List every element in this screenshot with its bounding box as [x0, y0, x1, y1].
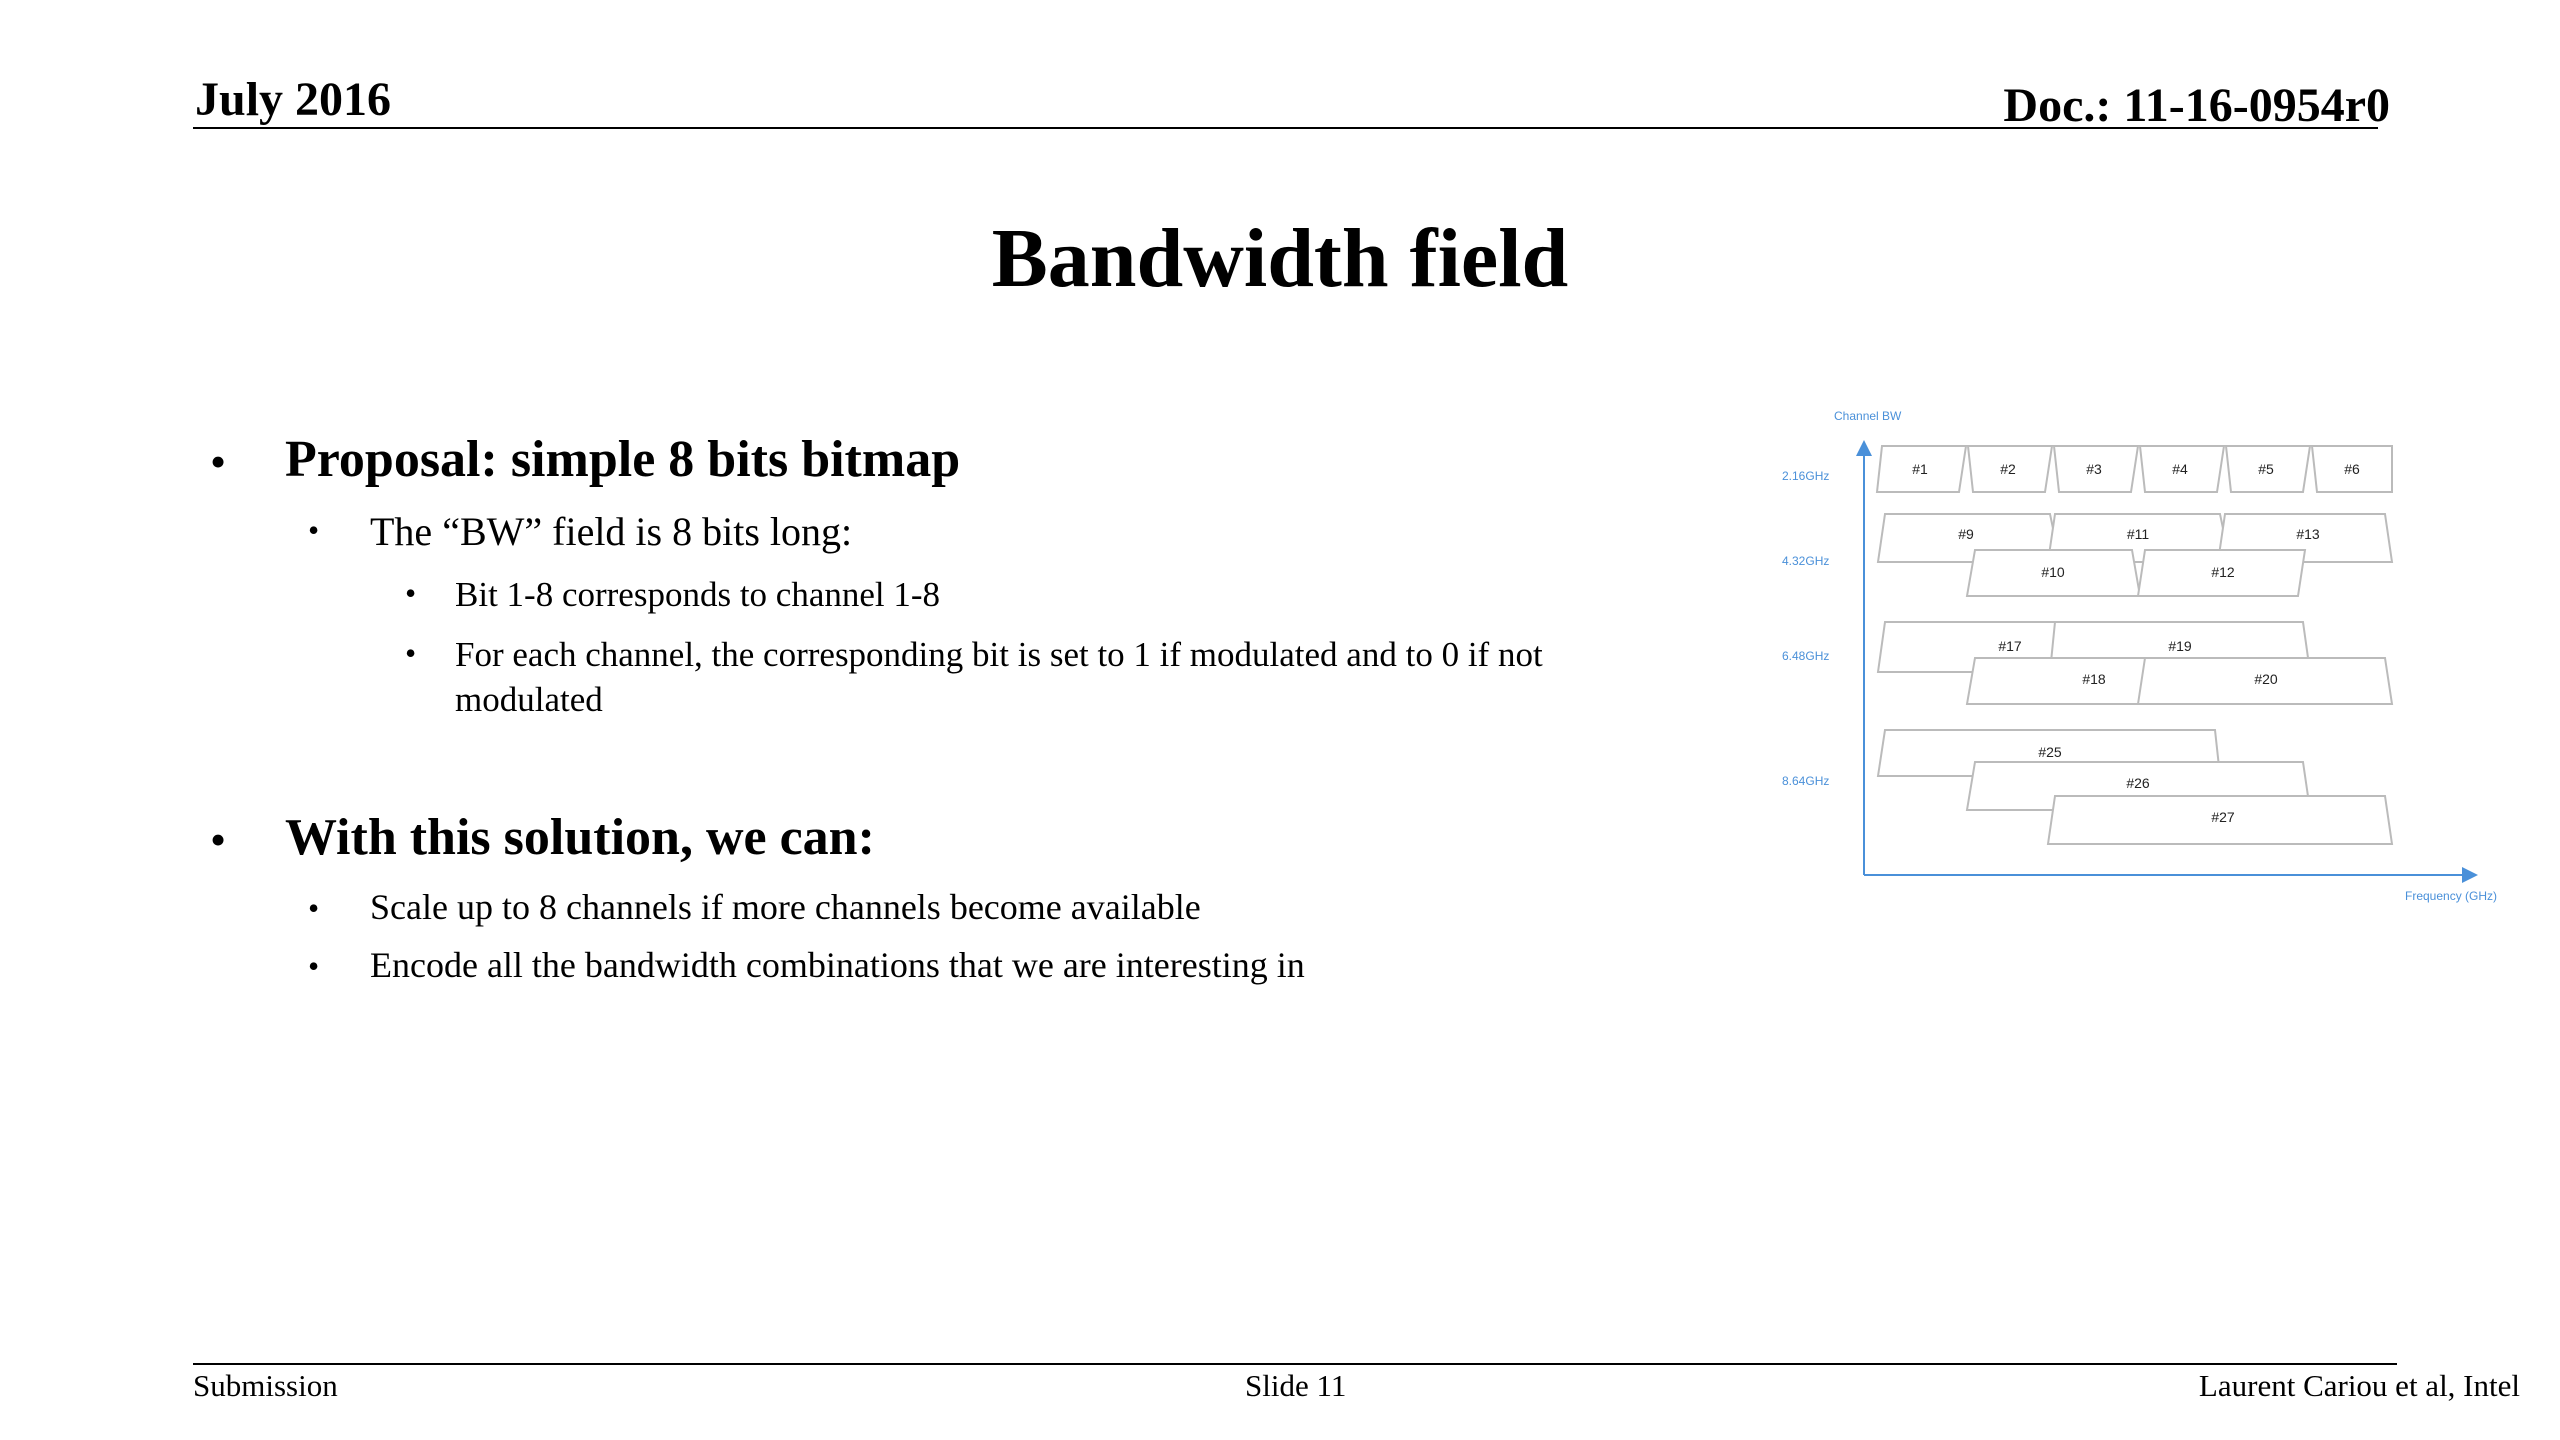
footer-author: Laurent Cariou et al, Intel	[2198, 1368, 2520, 1403]
channel-2-label: #2	[2000, 461, 2016, 477]
footer-slide-number: Slide 11	[1245, 1368, 1347, 1403]
channel-26-label: #26	[2126, 775, 2150, 791]
channel-11-label: #11	[2127, 526, 2150, 542]
footer-submission: Submission	[193, 1368, 338, 1403]
channel-1-shape	[1875, 445, 1968, 493]
channel-10-label: #10	[2041, 564, 2065, 580]
channel-19-label: #19	[2168, 638, 2192, 654]
channel-2-shape	[1966, 445, 2054, 493]
bullet-solution: With this solution, we can:	[285, 809, 875, 866]
bullet-dot: •	[405, 575, 417, 611]
diagram-ylabel: Channel BW	[1834, 409, 1902, 423]
header-doc-id: Doc.: 11-16-0954r0	[2003, 79, 2390, 132]
slide-title: Bandwidth field	[991, 212, 1569, 305]
channel-6-shape	[2310, 445, 2393, 493]
channel-3-shape	[2052, 445, 2140, 493]
bullet-channel-bit-cont: modulated	[455, 680, 603, 719]
channel-9-label: #9	[1958, 526, 1974, 542]
channel-diagram: Channel BW Frequency (GHz) 2.16GHz 4.32G…	[1782, 409, 2497, 903]
channel-20-label: #20	[2254, 671, 2278, 687]
channel-6-label: #6	[2344, 461, 2360, 477]
channel-5-shape	[2224, 445, 2312, 493]
row-label-2-16: 2.16GHz	[1782, 469, 1829, 483]
bullet-dot: •	[210, 436, 227, 487]
channel-27-shape	[2046, 795, 2394, 845]
bullet-dot: •	[308, 512, 320, 548]
bullet-channel-bit: For each channel, the corresponding bit …	[455, 635, 1543, 674]
row-label-6-48: 6.48GHz	[1782, 649, 1829, 663]
header-date: July 2016	[195, 73, 392, 126]
channel-18-label: #18	[2082, 671, 2106, 687]
bullet-proposal: Proposal: simple 8 bits bitmap	[285, 431, 961, 488]
bullet-scale: Scale up to 8 channels if more channels …	[370, 887, 1201, 927]
channel-20-shape	[2136, 657, 2394, 705]
channel-4-shape	[2138, 445, 2226, 493]
channel-27-label: #27	[2211, 809, 2235, 825]
bullet-dot: •	[210, 814, 227, 865]
channel-3-label: #3	[2086, 461, 2102, 477]
bullet-bw-field: The “BW” field is 8 bits long:	[370, 509, 853, 554]
channel-13-label: #13	[2296, 526, 2320, 542]
bullet-dot: •	[308, 890, 320, 926]
bullet-dot: •	[405, 635, 417, 671]
channel-25-label: #25	[2038, 744, 2062, 760]
header-rule	[193, 127, 2378, 129]
channel-5-label: #5	[2258, 461, 2274, 477]
bullet-dot: •	[308, 948, 320, 984]
diagram-xlabel: Frequency (GHz)	[2405, 889, 2497, 903]
bullet-encode: Encode all the bandwidth combinations th…	[370, 945, 1305, 985]
channel-4-label: #4	[2172, 461, 2188, 477]
bullet-bit-mapping: Bit 1-8 corresponds to channel 1-8	[455, 575, 941, 614]
channel-12-shape	[2136, 549, 2307, 597]
channel-12-label: #12	[2211, 564, 2235, 580]
channel-1-label: #1	[1912, 461, 1928, 477]
row-label-8-64: 8.64GHz	[1782, 774, 1829, 788]
channel-17-label: #17	[1998, 638, 2022, 654]
row-label-4-32: 4.32GHz	[1782, 554, 1829, 568]
footer-rule	[193, 1363, 2397, 1365]
